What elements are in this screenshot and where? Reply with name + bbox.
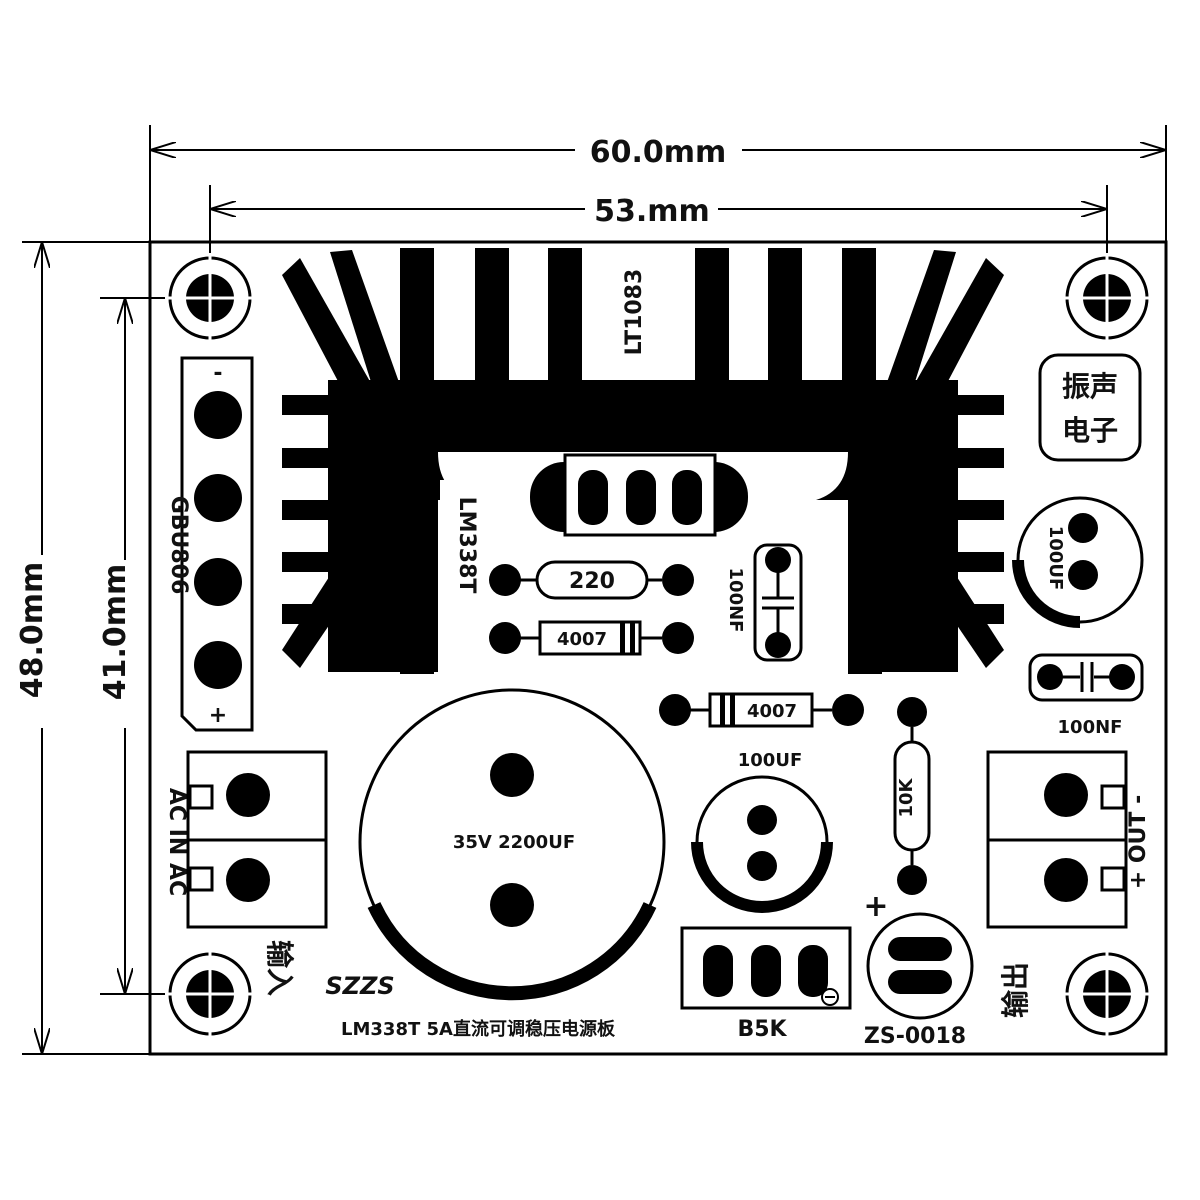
resistor-10k-label: 10K	[896, 777, 917, 817]
resistor-220-label: 220	[569, 569, 615, 594]
mounting-hole-top-left	[165, 253, 255, 343]
terminal-ac-in	[186, 750, 328, 929]
terminal-out	[986, 750, 1128, 929]
resistor-10k	[893, 697, 931, 895]
mounting-hole-top-right	[1062, 253, 1152, 343]
potentiometer-b5k	[680, 926, 852, 1010]
brand-line2: 电子	[1062, 414, 1118, 447]
model-label: ZS-0018	[864, 1024, 966, 1049]
lt1083-label-bg	[610, 248, 672, 376]
pcb-board-outline	[148, 240, 1168, 1056]
diode-2-label: 4007	[747, 701, 797, 722]
heatsink	[282, 248, 1004, 674]
rectifier-plus-label: +	[209, 703, 227, 728]
dim-height-holes: 41.0mm	[98, 564, 133, 701]
capacitor-film-right-label: 100NF	[1058, 717, 1123, 738]
capacitor-big	[358, 688, 666, 1001]
heatsink-left-label: LM338T	[454, 497, 479, 594]
capacitor-right-top-label: 100UF	[1045, 526, 1066, 591]
diode-1-label: 4007	[557, 629, 607, 650]
dim-height-outer: 48.0mm	[15, 562, 50, 699]
mounting-hole-bottom-left	[165, 949, 255, 1039]
potentiometer-label: B5K	[737, 1017, 787, 1042]
dim-width-outer: 60.0mm	[590, 135, 727, 170]
rectifier-minus-label: -	[213, 361, 222, 386]
brand-box	[1038, 353, 1142, 462]
diode-2	[659, 692, 864, 728]
brand-line1: 振声	[1062, 370, 1118, 403]
regulator-footprint	[530, 453, 748, 537]
capacitor-big-label: 35V 2200UF	[453, 832, 575, 853]
mounting-hole-bottom-right	[1062, 949, 1152, 1039]
board-title: LM338T 5A直流可调稳压电源板	[341, 1018, 616, 1040]
capacitor-mid	[691, 775, 833, 913]
capacitor-right-top	[1012, 496, 1144, 628]
led-footprint	[866, 912, 974, 1020]
heatsink-top-label: LT1083	[622, 269, 647, 356]
terminal-out-label: + OUT -	[1126, 795, 1151, 889]
mounting-holes	[165, 253, 1152, 1039]
terminal-ac-in-label: AC IN AC	[164, 788, 189, 896]
dim-width-holes: 53.mm	[594, 194, 710, 229]
capacitor-film-mid	[753, 543, 803, 662]
lm338t-label-bg	[440, 480, 480, 610]
capacitor-film-right	[1028, 653, 1144, 702]
input-label: 输入	[263, 940, 296, 996]
maker-label: SZZS	[325, 972, 394, 1000]
rectifier-label: GBU806	[166, 496, 191, 595]
diode-1	[489, 620, 694, 656]
rectifier-gbu806	[180, 356, 254, 732]
output-label: 输出	[999, 962, 1032, 1018]
capacitor-mid-label: 100UF	[738, 750, 803, 771]
led-plus-label: +	[863, 889, 888, 924]
resistor-220	[489, 560, 694, 600]
capacitor-film-mid-label: 100NF	[725, 568, 746, 633]
